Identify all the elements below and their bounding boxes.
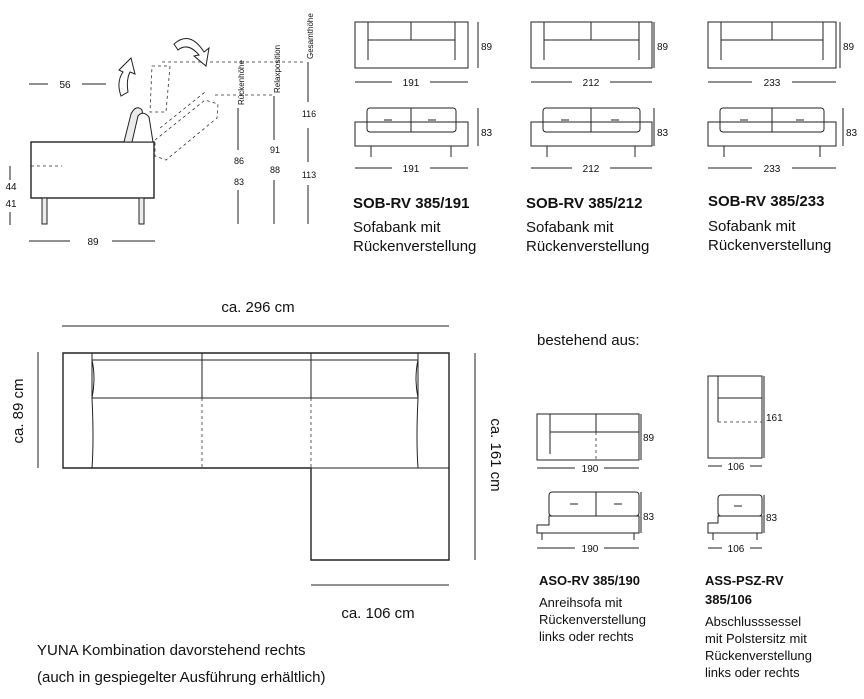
product-233-desc2: Rückenverstellung [708,237,831,254]
product-212-desc1: Sofabank mit [526,219,614,236]
relax-91: 91 [270,145,280,155]
product-212-code: SOB-RV 385/212 [526,195,642,212]
component-ass-desc4: links oder rechts [705,665,800,680]
product-233-height-upright: 89 [843,42,855,53]
component-ass-width-front: 106 [728,544,745,555]
product-212: 89 212 83 212 SOB-RV 385/212 Sofabank mi… [526,21,669,255]
product-233-width-relaxed: 233 [764,164,781,175]
dim-top-left: 56 [59,80,71,91]
total-113: 113 [302,170,316,180]
product-191-width-relaxed: 191 [403,164,420,175]
side-leg-front [41,197,48,225]
dim-side-depth: 89 [87,237,99,248]
product-233-code: SOB-RV 385/233 [708,193,824,210]
combination-width-label: ca. 296 cm [221,299,294,316]
component-aso-height-relaxed: 83 [643,512,655,523]
product-233-height-relaxed: 83 [846,128,858,139]
product-212-height-relaxed: 83 [657,128,669,139]
label-total-height: Gesamthöhe [306,13,315,59]
dim-seat-height-41: 41 [5,199,17,210]
component-aso-width-relaxed: 190 [582,544,599,555]
up-arrow-icon [118,57,136,97]
product-191-desc2: Rückenverstellung [353,238,476,255]
component-aso-height-upright: 89 [643,433,655,444]
side-back-relaxed [154,99,219,161]
product-191-height-upright: 89 [481,42,493,53]
chaise-width-label: ca. 106 cm [341,605,414,622]
combination-caption-line2: (auch in gespiegelter Ausführung erhältl… [37,669,326,686]
total-116: 116 [302,109,316,119]
product-191-width-upright: 191 [403,78,420,89]
component-aso-code: ASO-RV 385/190 [539,573,640,588]
component-ass-desc2: mit Polstersitz mit [705,631,807,646]
component-aso-desc3: links oder rechts [539,629,634,644]
component-ass-height-front: 83 [766,513,778,524]
side-view: 56 44 41 89 Rückenhöhe 86 83 Relaxpositi… [5,13,316,248]
component-ass-width-top: 106 [728,462,745,473]
component-aso-width-upright: 190 [582,464,599,475]
product-191-height-relaxed: 83 [481,128,493,139]
back-height-83: 83 [234,177,244,187]
relax-88: 88 [270,165,280,175]
dim-seat-height-44: 44 [5,182,17,193]
side-leg-back [138,197,145,225]
combination-plan: ca. 296 cm ca. 89 cm ca. 161 cm ca. 106 … [10,299,504,686]
back-height-86: 86 [234,156,244,166]
side-seat-body [30,141,155,199]
component-aso-desc1: Anreihsofa mit [539,595,622,610]
side-back-raised [149,65,171,113]
product-233: 89 233 83 233 SOB-RV 385/233 Sofabank mi… [707,21,858,254]
component-ass-code1: ASS-PSZ-RV [705,573,784,588]
component-aso-desc2: Rückenverstellung [539,612,646,627]
component-aso: 89 190 83 190 ASO-RV 385/190 Anreihsofa … [536,413,655,644]
curved-arrow-icon [173,38,210,67]
combination-outline [62,352,450,561]
chaise-depth-label: ca. 161 cm [487,418,504,491]
component-ass-desc1: Abschlusssessel [705,614,801,629]
consists-of-label: bestehend aus: [537,332,640,349]
product-233-width-upright: 233 [764,78,781,89]
product-233-desc1: Sofabank mit [708,218,796,235]
component-ass-desc3: Rückenverstellung [705,648,812,663]
product-212-desc2: Rückenverstellung [526,238,649,255]
label-relax-position: Relaxposition [273,45,282,93]
product-212-height-upright: 89 [657,42,669,53]
product-191-code: SOB-RV 385/191 [353,195,469,212]
combination-caption-line1: YUNA Kombination davorstehend rechts [37,642,305,659]
product-212-width-relaxed: 212 [583,164,600,175]
component-ass-depth-top: 161 [766,413,783,424]
component-ass: 161 106 83 106 ASS-PSZ-RV 385/106 Abschl… [705,375,812,680]
product-212-width-upright: 212 [583,78,600,89]
combination-depth-label: ca. 89 cm [10,378,27,443]
component-ass-code2: 385/106 [705,592,752,607]
product-191-desc1: Sofabank mit [353,219,441,236]
label-back-height: Rückenhöhe [237,60,246,105]
product-191: 89 191 83 191 SOB-RV 385/191 Sofabank mi… [353,21,493,255]
